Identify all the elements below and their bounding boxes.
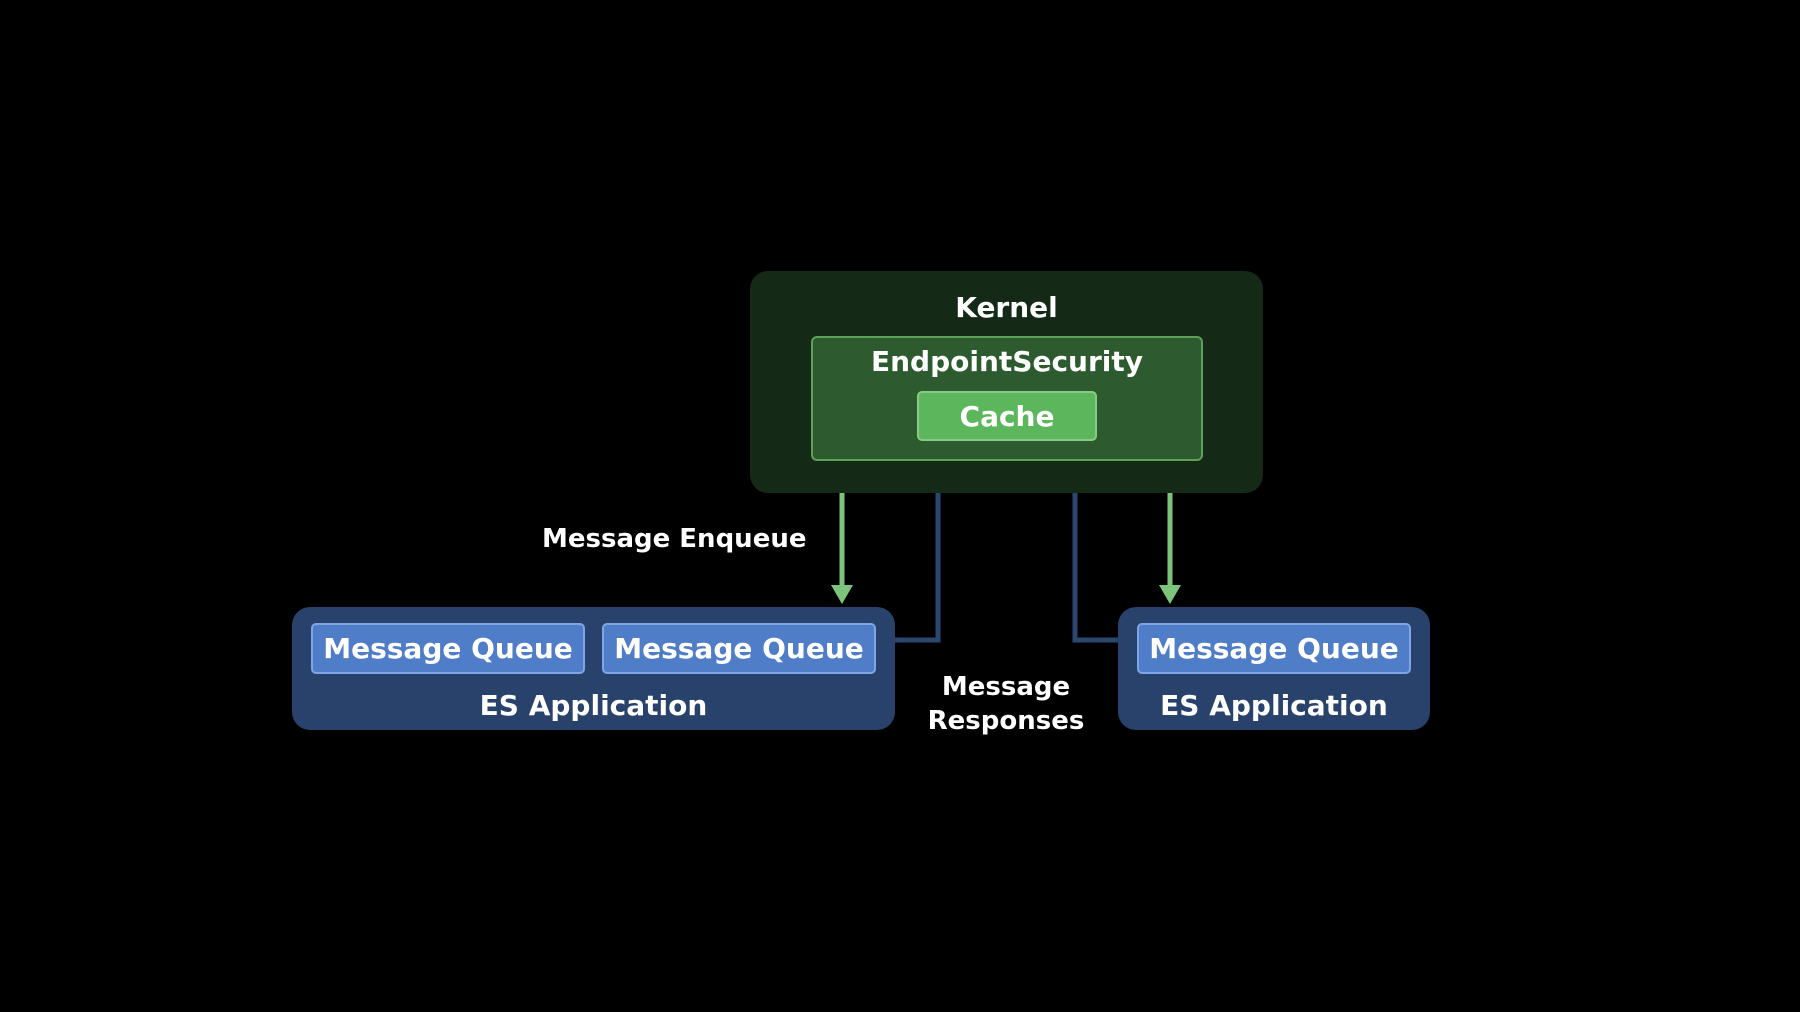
message-enqueue-label: Message Enqueue [542, 524, 807, 554]
message-queue-2: Message Queue [602, 623, 876, 674]
message-responses-line2: Responses [927, 706, 1085, 736]
message-queue-3: Message Queue [1137, 623, 1411, 674]
enqueue-arrow-left-head [831, 585, 853, 604]
response-arrow-left-line [895, 480, 941, 643]
enqueue-arrow-right-head [1159, 585, 1181, 604]
endpoint-security-title: EndpointSecurity [870, 345, 1144, 378]
message-responses-label: Message Responses [920, 670, 1092, 738]
response-arrow-right-line [1072, 480, 1118, 643]
es-application-left-label: ES Application [479, 689, 708, 722]
message-queue-1: Message Queue [311, 623, 585, 674]
cache-box: Cache [917, 391, 1097, 441]
kernel-title: Kernel [955, 291, 1058, 324]
message-responses-line1: Message [941, 672, 1071, 702]
es-application-right-label: ES Application [1160, 689, 1388, 722]
